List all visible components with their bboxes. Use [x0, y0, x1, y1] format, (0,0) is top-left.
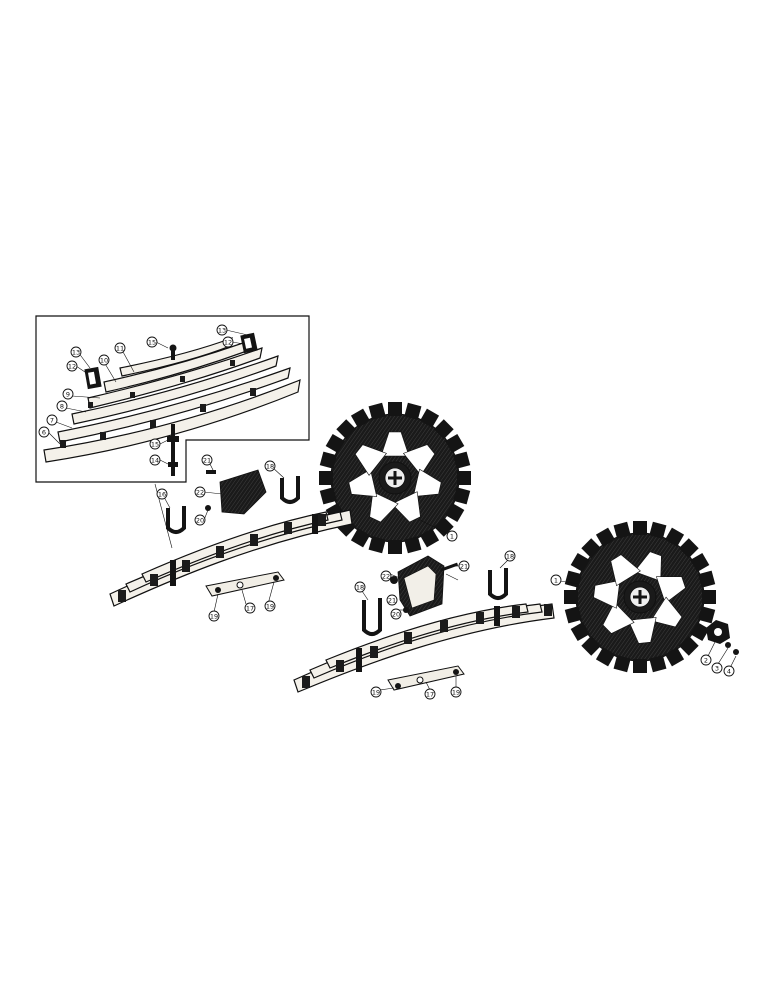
right-hub-nut-icon: [706, 620, 739, 655]
right-sprocket-wheel-icon: [564, 521, 716, 673]
inset-callout-6: 6: [38, 426, 50, 438]
right-spring-bracket-icon: [390, 555, 459, 617]
right-callout-1: 1: [550, 574, 562, 586]
svg-text:2: 2: [704, 657, 708, 665]
right-callout-20: 20: [390, 608, 402, 620]
svg-text:15: 15: [151, 441, 159, 449]
left-callout-21: 21: [201, 454, 213, 466]
right-u-bolt-icon-left: [362, 598, 382, 636]
svg-text:13: 13: [72, 349, 80, 357]
svg-text:11: 11: [116, 345, 124, 353]
left-u-bolt-icon-18: [280, 476, 300, 504]
inset-callout-12-right: 12: [222, 336, 234, 348]
left-callout-1: 1: [446, 530, 458, 542]
left-sprocket-wheel-icon: [319, 402, 471, 554]
inset-callout-13-left: 13: [70, 346, 82, 358]
svg-text:18: 18: [356, 584, 364, 592]
inset-border: [35, 315, 310, 483]
left-clip-plate-icon: [205, 571, 285, 597]
right-callout-4: 4: [723, 665, 735, 677]
svg-text:10: 10: [100, 357, 108, 365]
left-leaf-spring-icon: [109, 509, 353, 607]
svg-text:12: 12: [68, 363, 76, 371]
svg-text:19: 19: [372, 689, 380, 697]
svg-text:18: 18: [506, 553, 514, 561]
svg-text:1: 1: [554, 577, 558, 585]
inset-spring-leaves: [43, 337, 301, 463]
right-callout-2: 2: [700, 654, 712, 666]
right-callout-3: 3: [711, 662, 723, 674]
svg-text:4: 4: [727, 668, 731, 676]
inset-callout-13-right: 13: [216, 324, 228, 336]
right-callout-18-left: 18: [354, 581, 366, 593]
left-callout-17: 17: [244, 602, 256, 614]
right-callout-22: 22: [380, 570, 392, 582]
right-callout-18-right: 18: [504, 550, 516, 562]
right-callout-19-a: 19: [370, 686, 382, 698]
left-callout-19-b: 19: [264, 600, 276, 612]
left-callout-20: 20: [194, 514, 206, 526]
right-clip-plate-icon: [387, 665, 465, 691]
svg-text:18: 18: [266, 463, 274, 471]
svg-text:20: 20: [392, 611, 400, 619]
right-callout-21-lower: 21: [386, 594, 398, 606]
svg-text:1: 1: [450, 533, 454, 541]
svg-text:7: 7: [50, 417, 54, 425]
inset-callout-14: 14: [149, 454, 161, 466]
right-callout-19-b: 19: [450, 686, 462, 698]
left-assembly: 16 18 21 22 20 1 19 17 19: [109, 402, 471, 622]
svg-text:21: 21: [460, 563, 468, 571]
right-leaf-spring-icon: [293, 603, 555, 693]
svg-text:9: 9: [66, 391, 70, 399]
svg-text:17: 17: [426, 691, 434, 699]
svg-text:3: 3: [715, 665, 719, 673]
svg-text:22: 22: [382, 573, 390, 581]
inset-callout-10: 10: [98, 354, 110, 366]
inset-callout-12-left: 12: [66, 360, 78, 372]
svg-text:16: 16: [158, 491, 166, 499]
inset-callout-7: 7: [46, 414, 58, 426]
svg-text:19: 19: [266, 603, 274, 611]
svg-text:17: 17: [246, 605, 254, 613]
inset-clip-right: [240, 332, 258, 354]
left-callout-22: 22: [194, 486, 206, 498]
svg-text:21: 21: [203, 457, 211, 465]
svg-text:20: 20: [196, 517, 204, 525]
left-u-bolt-icon-16: [166, 506, 186, 534]
right-callout-17: 17: [424, 688, 436, 700]
inset-callout-9: 9: [62, 388, 74, 400]
svg-text:6: 6: [42, 429, 46, 437]
svg-text:8: 8: [60, 403, 64, 411]
svg-text:12: 12: [224, 339, 232, 347]
inset-callout-15-bottom: 15: [149, 438, 161, 450]
svg-text:19: 19: [210, 613, 218, 621]
inset-center-bolt: [167, 344, 179, 476]
right-u-bolt-icon-right: [488, 568, 508, 600]
inset-callout-11: 11: [114, 342, 126, 354]
inset-clip-left: [84, 366, 102, 390]
left-callout-19-a: 19: [208, 610, 220, 622]
left-callout-16: 16: [156, 488, 168, 500]
svg-text:14: 14: [151, 457, 159, 465]
inset-detail: 6 7 8 9 10 11 12 13 15 13 12 15 14: [35, 315, 310, 483]
svg-text:21: 21: [388, 597, 396, 605]
inset-callout-8: 8: [56, 400, 68, 412]
right-assembly: 1 2 3 4 18 18 22 21 21 20 19 17 19: [293, 521, 739, 700]
svg-text:19: 19: [452, 689, 460, 697]
left-spring-bracket-icon: [205, 469, 267, 515]
right-callout-21-upper: 21: [458, 560, 470, 572]
inset-callout-15-top: 15: [146, 336, 158, 348]
svg-text:15: 15: [148, 339, 156, 347]
svg-text:22: 22: [196, 489, 204, 497]
left-callout-18: 18: [264, 460, 276, 472]
inset-leaders: [47, 329, 253, 465]
svg-text:13: 13: [218, 327, 226, 335]
